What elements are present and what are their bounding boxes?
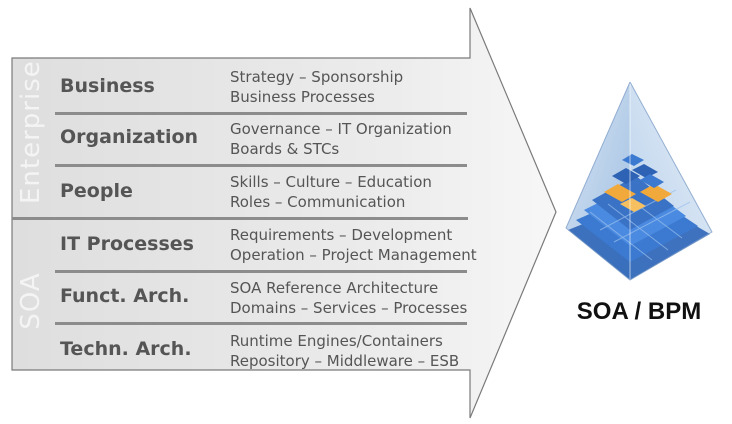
row-desc-it-processes-line1: Requirements – Development <box>230 226 453 244</box>
row-divider <box>55 322 467 325</box>
row-title-funct-arch: Funct. Arch. <box>60 285 190 307</box>
row-desc-funct-arch-line2: Domains – Services – Processes <box>230 299 468 317</box>
row-desc-organization-line1: Governance – IT Organization <box>230 120 452 138</box>
soa-group-label: SOA <box>16 272 46 330</box>
row-title-people: People <box>60 180 133 202</box>
row-desc-people-line2: Roles – Communication <box>230 193 406 211</box>
row-desc-organization-line2: Boards & STCs <box>230 140 340 158</box>
row-title-organization: Organization <box>60 126 199 148</box>
row-desc-business-line2: Business Processes <box>230 88 375 106</box>
row-desc-funct-arch-line1: SOA Reference Architecture <box>230 279 439 297</box>
row-title-business: Business <box>60 75 155 97</box>
soa-bpm-pyramid-illustration <box>565 81 713 281</box>
row-desc-business-line1: Strategy – Sponsorship <box>230 68 404 86</box>
row-divider <box>55 270 467 273</box>
row-divider <box>55 112 467 115</box>
row-desc-it-processes-line2: Operation – Project Management <box>230 246 477 264</box>
row-divider <box>55 164 467 167</box>
row-title-it-processes: IT Processes <box>60 233 194 255</box>
row-desc-people-line1: Skills – Culture – Education <box>230 173 432 191</box>
enterprise-group-label: Enterprise <box>16 60 46 204</box>
group-divider <box>12 217 468 220</box>
pyramid-caption: SOA / BPM <box>576 298 702 325</box>
row-title-techn-arch: Techn. Arch. <box>60 338 192 360</box>
row-desc-techn-arch-line1: Runtime Engines/Containers <box>230 332 443 350</box>
row-desc-techn-arch-line2: Repository – Middleware – ESB <box>230 352 460 370</box>
